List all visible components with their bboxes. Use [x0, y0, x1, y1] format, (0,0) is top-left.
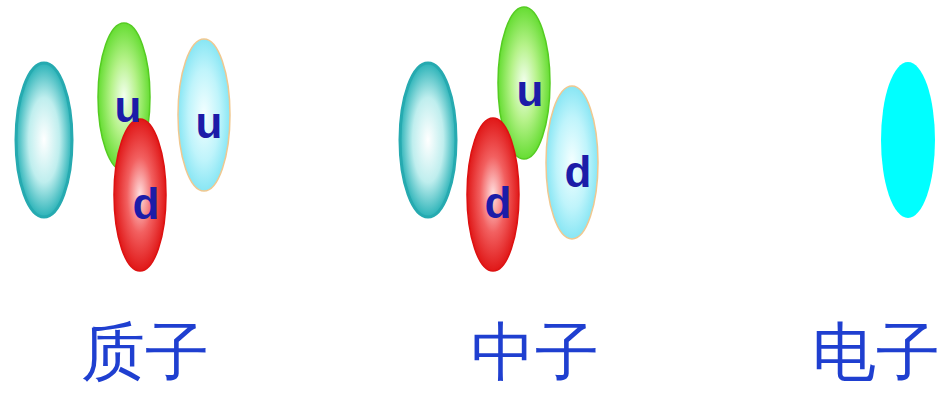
quark-flavor: d — [133, 182, 160, 226]
particle-name: 质子 — [81, 317, 209, 387]
quark-ellipse: d — [466, 117, 520, 272]
quark-flavor: d — [565, 150, 592, 194]
gluon-blob — [16, 63, 72, 217]
quark-flavor: u — [196, 101, 223, 145]
gluon-blob — [400, 63, 456, 217]
quark-ellipse: d — [545, 85, 599, 240]
quark-ellipse: u — [177, 38, 231, 192]
quark-flavor: d — [485, 181, 512, 225]
particle-name: 中子 — [471, 317, 599, 387]
particle-name: 电子 — [812, 317, 940, 387]
quark-flavor: u — [517, 69, 544, 113]
electron-ellipse — [881, 62, 935, 218]
quark-ellipse: d — [113, 118, 167, 272]
quark-flavor: u — [115, 85, 142, 129]
